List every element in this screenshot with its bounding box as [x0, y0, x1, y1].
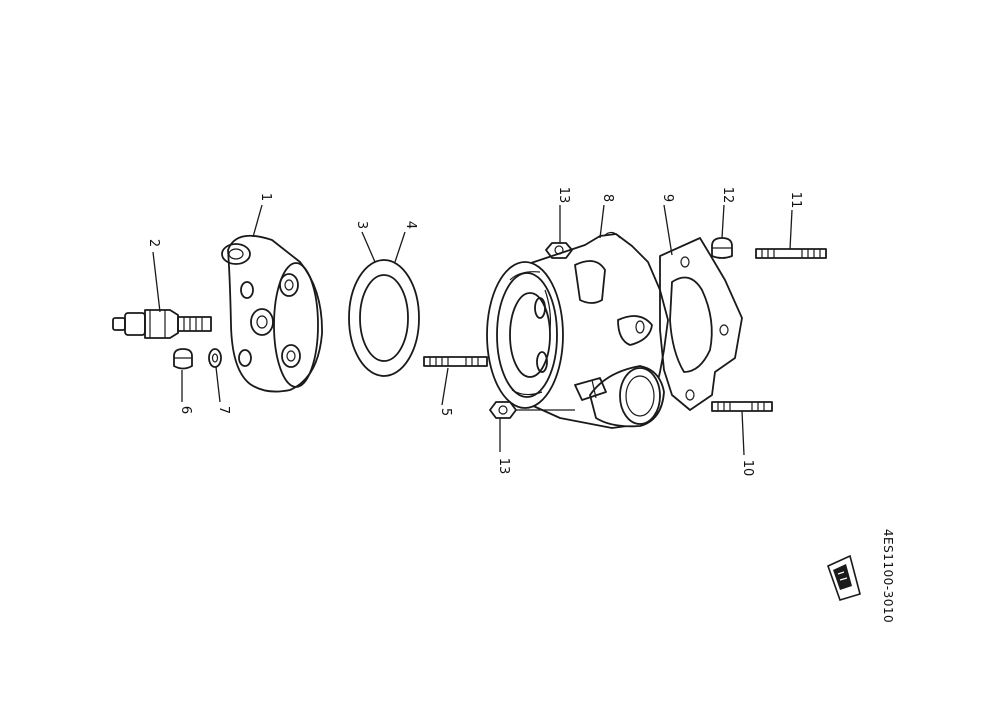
- callout-13-top: 13: [556, 187, 571, 204]
- callout-1: 1: [258, 193, 273, 201]
- callout-8: 8: [600, 194, 615, 202]
- base-gasket: [659, 237, 743, 411]
- washer: [208, 348, 222, 368]
- head-gasket: [348, 259, 420, 377]
- figure-code: 4ES1100-3010: [881, 529, 895, 623]
- callout-2: 2: [146, 239, 161, 247]
- cap-nut: [173, 348, 193, 370]
- callout-6: 6: [178, 406, 193, 414]
- stud-bolt-10: [711, 401, 773, 412]
- callout-9: 9: [660, 194, 675, 202]
- callout-12: 12: [720, 187, 735, 204]
- callout-11: 11: [788, 192, 803, 209]
- callout-13-bottom: 13: [496, 458, 511, 475]
- nut-13-top: [545, 242, 573, 259]
- leader-lines: [152, 204, 793, 456]
- spark-plug: [112, 309, 212, 339]
- cylinder-head: [221, 234, 323, 393]
- callout-7: 7: [216, 406, 231, 414]
- stud-bolt-5: [423, 356, 488, 367]
- callout-labels: 1 2 3 4 5 6 7 8 9 10 11 12 13 13: [146, 187, 803, 477]
- callout-10: 10: [740, 460, 755, 477]
- cylinder: [486, 231, 669, 429]
- stud-bolt-11: [755, 248, 827, 259]
- cap-nut-12: [711, 237, 733, 259]
- callout-3: 3: [354, 221, 369, 229]
- nut-13-bottom: [489, 401, 517, 419]
- callout-4: 4: [403, 221, 418, 229]
- front-direction-icon: [827, 554, 861, 601]
- callout-5: 5: [438, 408, 453, 416]
